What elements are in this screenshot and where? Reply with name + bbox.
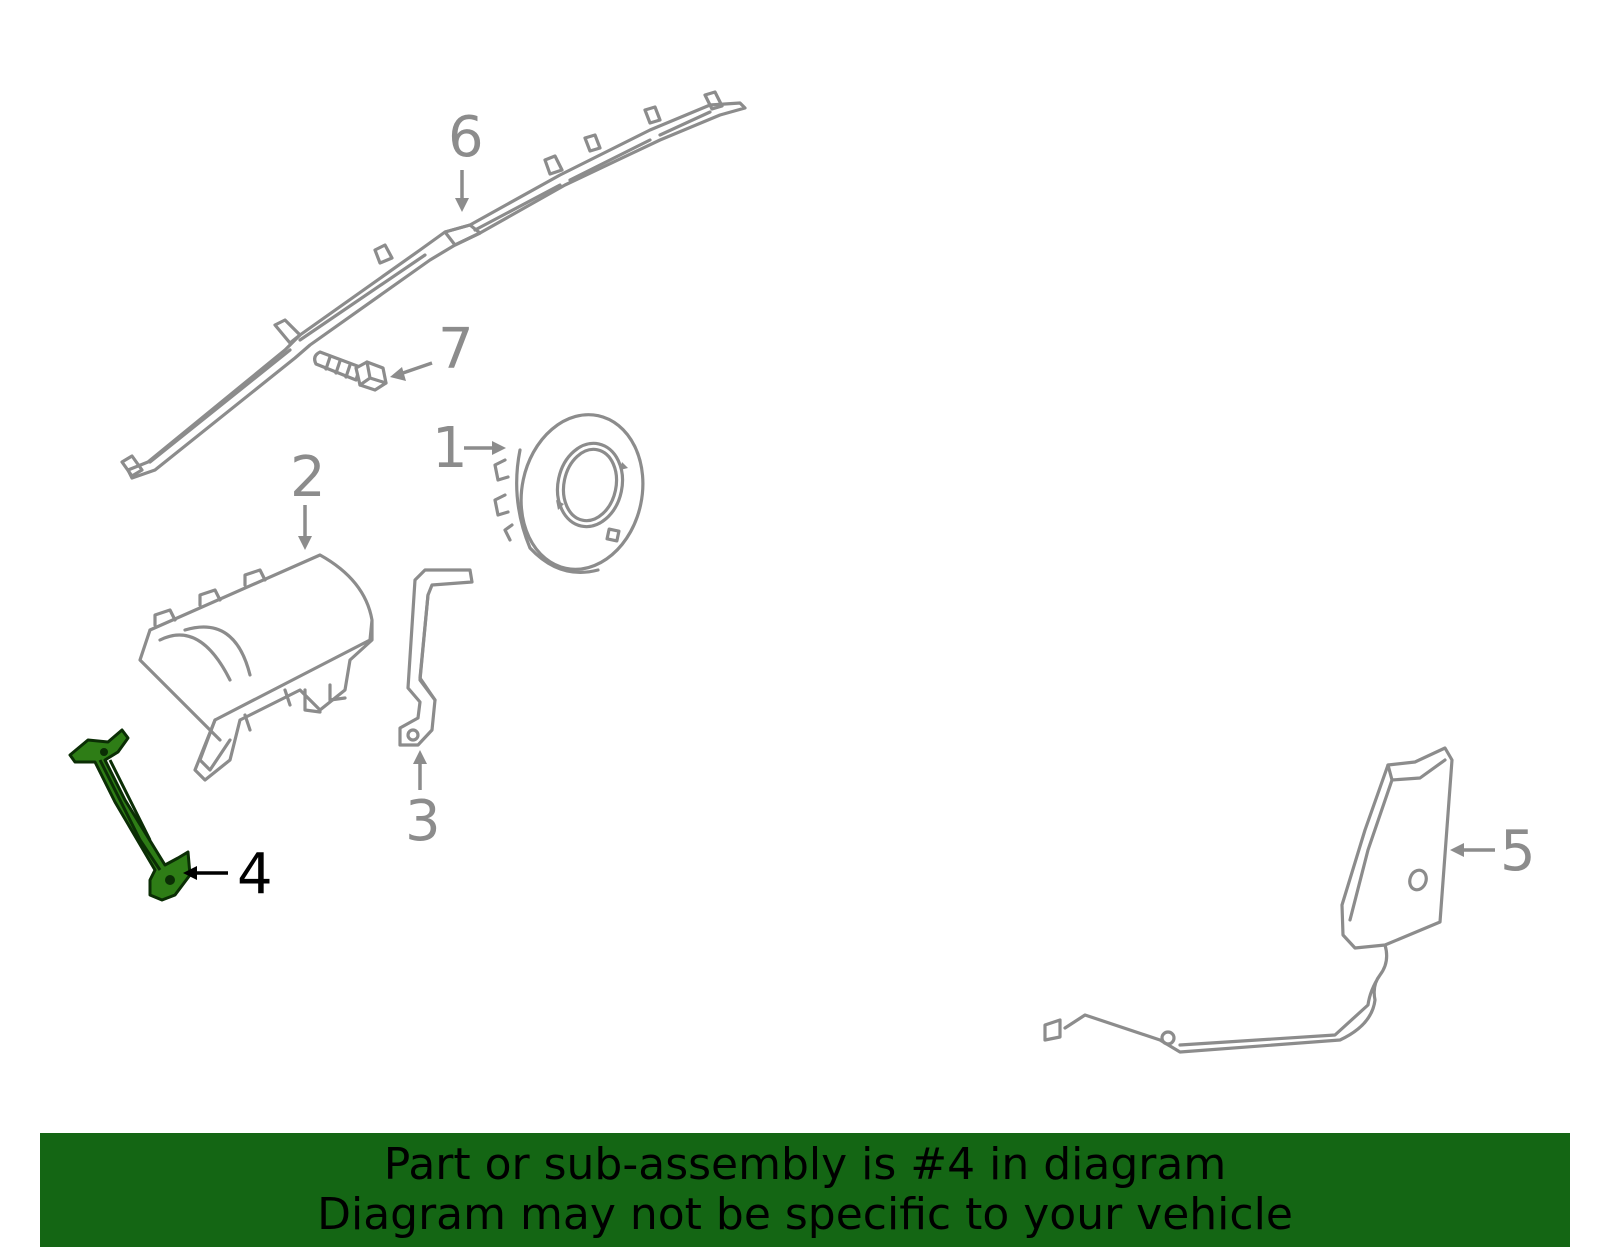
callout-7: 7 bbox=[438, 317, 474, 382]
callout-6: 6 bbox=[448, 105, 484, 170]
part-5-side-airbag[interactable] bbox=[1043, 746, 1454, 1054]
callout-5: 5 bbox=[1500, 819, 1536, 884]
info-banner: Part or sub-assembly is #4 in diagram Di… bbox=[40, 1133, 1570, 1247]
part-3-bracket[interactable] bbox=[398, 568, 474, 747]
callout-3: 3 bbox=[405, 789, 441, 854]
part-1-driver-airbag[interactable] bbox=[493, 403, 657, 581]
part-7-bolt[interactable] bbox=[313, 350, 388, 392]
callout-labels: 6 7 1 2 3 4 5 bbox=[237, 105, 1536, 907]
banner-line-disclaimer: Diagram may not be specific to your vehi… bbox=[317, 1189, 1293, 1240]
callout-arrows bbox=[183, 170, 1495, 880]
callout-2: 2 bbox=[290, 445, 326, 510]
part-6-curtain-airbag[interactable] bbox=[120, 90, 747, 480]
part-4-bracket-highlighted[interactable] bbox=[68, 728, 192, 902]
callout-4-selected: 4 bbox=[237, 842, 273, 907]
callout-1: 1 bbox=[432, 416, 468, 481]
part-2-passenger-airbag[interactable] bbox=[138, 553, 374, 782]
banner-line-part: Part or sub-assembly is #4 in diagram bbox=[383, 1139, 1227, 1190]
